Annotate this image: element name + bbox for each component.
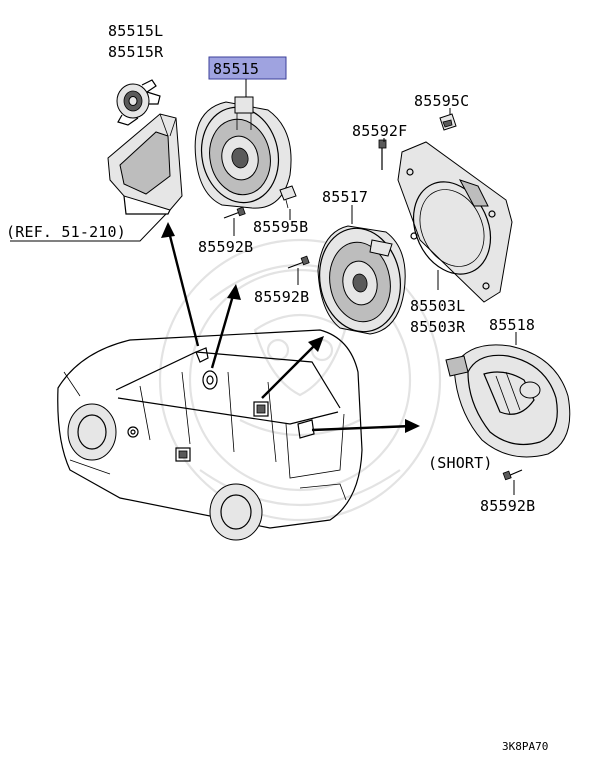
arrow-to-front-speaker <box>210 284 241 369</box>
screw-85592B-a[interactable] <box>223 206 246 219</box>
arrow-to-rear-speaker <box>261 336 324 399</box>
clip-85595C[interactable] <box>439 113 457 131</box>
watermark-emblem <box>158 238 442 522</box>
label-85595B: 85595B <box>253 218 308 236</box>
arrow-to-tweeter <box>161 222 200 347</box>
label-short: (SHORT) <box>428 454 493 472</box>
diagram-code: 3K8PA70 <box>502 740 548 753</box>
label-85592B-b: 85592B <box>254 288 309 306</box>
label-85517: 85517 <box>322 188 368 206</box>
clip-85595B[interactable] <box>279 185 297 209</box>
location-tweeter <box>195 347 209 363</box>
arrow-to-bracket <box>311 419 420 433</box>
front-door-speaker[interactable] <box>193 96 292 210</box>
tweeter-cover[interactable] <box>107 113 183 215</box>
location-bracket <box>297 419 315 439</box>
label-85518: 85518 <box>489 316 535 334</box>
vehicle-body <box>57 329 363 541</box>
label-85592B-a: 85592B <box>198 238 253 256</box>
location-rear-speaker <box>253 401 269 417</box>
screw-85592B-b[interactable] <box>287 255 310 269</box>
screw-85592F[interactable] <box>378 139 387 170</box>
label-85503L: 85503L <box>410 297 465 315</box>
speaker-adapter-plate[interactable] <box>397 141 513 303</box>
label-85592B-c: 85592B <box>480 497 535 515</box>
ref-leader <box>10 213 167 242</box>
label-85515L: 85515L <box>108 22 163 40</box>
screw-85592B-c[interactable] <box>502 469 523 481</box>
location-front-speaker <box>202 370 218 390</box>
label-85515[interactable]: 85515 <box>213 60 259 78</box>
rear-speaker[interactable] <box>312 222 409 338</box>
label-85503R: 85503R <box>410 318 466 336</box>
tweeter-assembly[interactable] <box>116 79 161 126</box>
label-85595C: 85595C <box>414 92 469 110</box>
speaker-bracket[interactable] <box>445 344 571 458</box>
label-85592F: 85592F <box>352 122 407 140</box>
label-ref: (REF. 51-210) <box>6 223 126 241</box>
label-85515R: 85515R <box>108 43 164 61</box>
part-85515-highlight[interactable] <box>208 56 287 80</box>
